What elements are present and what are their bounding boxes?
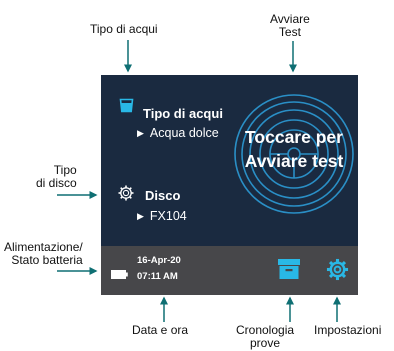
status-date: 16-Apr-20 (137, 255, 181, 266)
start-test-button[interactable]: Toccare per Avviare test (244, 127, 344, 171)
water-type-title[interactable]: Tipo di acqui (143, 106, 223, 121)
dial-outer-ring (234, 94, 354, 214)
dial-ring-4 (259, 119, 329, 189)
callout-settings: Impostazioni (314, 323, 382, 337)
start-test-dial[interactable] (231, 91, 357, 217)
status-time: 07:11 AM (137, 271, 178, 282)
callout-water-type: Tipo di acqui (90, 22, 158, 36)
status-bar: 16-Apr-20 07:11 AM (101, 246, 358, 295)
history-archive-icon[interactable] (277, 258, 301, 285)
disc-gear-icon (118, 185, 134, 206)
disc-title[interactable]: Disco (145, 188, 181, 203)
callout-start-test: Avviare Test (270, 12, 310, 39)
settings-gear-icon[interactable] (326, 258, 349, 286)
battery-icon (111, 266, 128, 284)
device-screen: Tipo di acqui ▶Acqua dolce Dis (101, 75, 358, 295)
callout-history: Cronologia prove (236, 323, 295, 350)
disc-value[interactable]: ▶FX104 (137, 209, 187, 223)
triangle-icon: ▶ (137, 128, 144, 138)
callout-date-time: Data e ora (132, 323, 189, 337)
callout-disc-type: Tipo di disco (36, 163, 77, 190)
dial-ring-3 (249, 109, 339, 199)
triangle-icon: ▶ (137, 211, 144, 221)
water-beaker-icon (119, 98, 134, 118)
callout-power-battery: Alimentazione/ Stato batteria (4, 240, 83, 267)
water-type-value[interactable]: ▶Acqua dolce (137, 126, 219, 140)
dial-ring-2 (241, 101, 347, 207)
